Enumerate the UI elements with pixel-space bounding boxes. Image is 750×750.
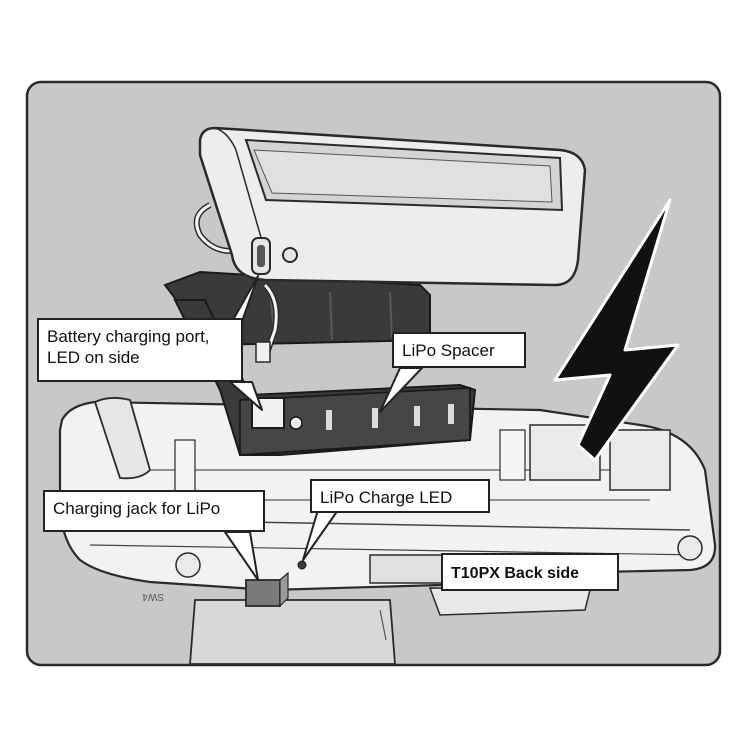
t10px-back-side-label: T10PX Back side <box>441 553 619 591</box>
lipo-battery <box>198 126 587 287</box>
battery-charging-port-label-line1: Battery charging port, <box>47 327 210 346</box>
lipo-spacer-pointer <box>379 367 423 413</box>
battery-charging-port-label-line2: LED on side <box>47 348 140 367</box>
embossed-mark: SW4 <box>142 591 164 602</box>
charging-jack-pointer <box>224 531 259 581</box>
lipo-spacer-label: LiPo Spacer <box>392 332 526 368</box>
lightning-arrow-icon <box>553 198 680 462</box>
battery-wire <box>193 202 280 363</box>
battery-port-lower-pointer <box>229 381 263 411</box>
charge-led-dot <box>297 560 307 570</box>
charging-jack <box>245 579 281 607</box>
battery-charging-port-label: Battery charging port, LED on side <box>37 318 243 382</box>
lipo-charge-led-label: LiPo Charge LED <box>310 479 490 513</box>
charging-jack-label: Charging jack for LiPo <box>43 490 265 532</box>
